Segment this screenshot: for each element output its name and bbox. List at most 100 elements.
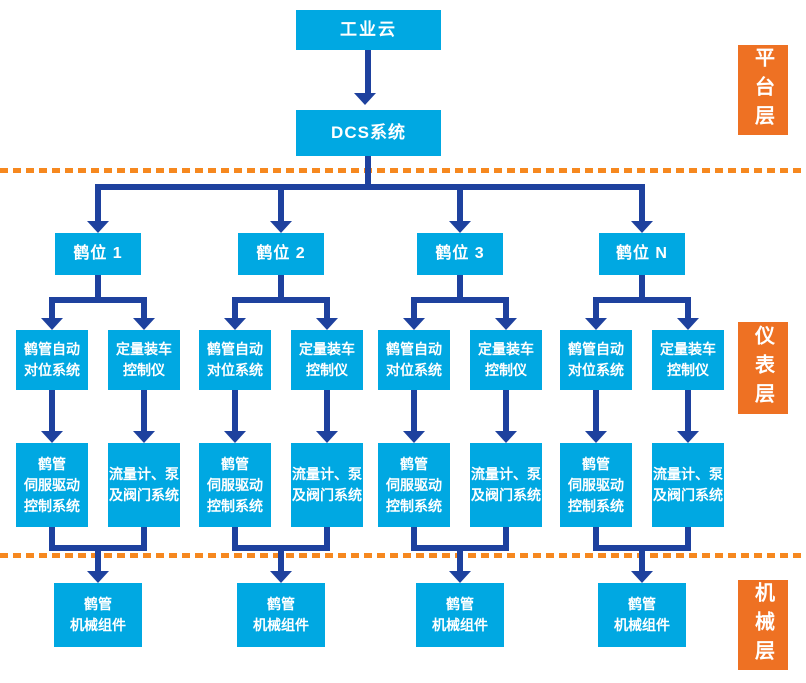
arrow-down-icon xyxy=(495,318,517,330)
mechanical-components-box: 鹤管 机械组件 xyxy=(237,583,325,647)
arrow-down-icon xyxy=(87,221,109,233)
connector-line xyxy=(232,297,330,303)
connector-line xyxy=(365,50,371,93)
mechanical-components-box: 鹤管 机械组件 xyxy=(54,583,142,647)
flow-valve-box: 流量计、泵 及阀门系统 xyxy=(291,443,363,527)
arrow-down-icon xyxy=(41,431,63,443)
connector-line xyxy=(593,390,599,431)
connector-line xyxy=(49,297,147,303)
distribution-bar xyxy=(95,184,645,190)
arrow-down-icon xyxy=(677,318,699,330)
connector-line xyxy=(324,390,330,431)
instrument-layer-divider xyxy=(0,553,806,558)
arrow-down-icon xyxy=(133,431,155,443)
loading-controller-box: 定量装车 控制仪 xyxy=(652,330,724,390)
connector-line xyxy=(95,275,101,297)
flow-valve-box: 流量计、泵 及阀门系统 xyxy=(652,443,724,527)
connector-line xyxy=(141,303,147,318)
arrow-down-icon xyxy=(403,318,425,330)
positioning-system-box: 鹤管自动 对位系统 xyxy=(16,330,88,390)
loading-controller-box: 定量装车 控制仪 xyxy=(470,330,542,390)
servo-drive-box: 鹤管 伺服驱动 控制系统 xyxy=(378,443,450,527)
crane-column-2: 鹤位 2 鹤管自动 对位系统 定量装车 控制仪 鹤管 伺服驱动 控制系统 流量计… xyxy=(191,233,371,647)
connector-line xyxy=(232,303,238,318)
arrow-down-icon xyxy=(449,571,471,583)
connector-line xyxy=(457,551,463,572)
connector-line xyxy=(95,190,101,221)
connector-line xyxy=(503,303,509,318)
arrow-down-icon xyxy=(495,431,517,443)
connector-line xyxy=(141,527,147,545)
arrow-down-icon xyxy=(270,221,292,233)
connector-line xyxy=(593,527,599,545)
mechanical-components-box: 鹤管 机械组件 xyxy=(416,583,504,647)
arrow-down-icon xyxy=(585,431,607,443)
servo-drive-box: 鹤管 伺服驱动 控制系统 xyxy=(199,443,271,527)
connector-line xyxy=(639,551,645,572)
loading-controller-box: 定量装车 控制仪 xyxy=(108,330,180,390)
connector-line xyxy=(503,527,509,545)
connector-line xyxy=(593,545,691,551)
connector-line xyxy=(411,545,509,551)
connector-line xyxy=(278,275,284,297)
arrow-down-icon xyxy=(585,318,607,330)
connector-line xyxy=(49,303,55,318)
layer-label-mechanical: 机械层 xyxy=(738,580,788,670)
connector-line xyxy=(411,303,417,318)
crane-position-box: 鹤位 3 xyxy=(417,233,503,275)
connector-line xyxy=(593,303,599,318)
loading-controller-box: 定量装车 控制仪 xyxy=(291,330,363,390)
connector-line xyxy=(232,390,238,431)
positioning-system-box: 鹤管自动 对位系统 xyxy=(378,330,450,390)
connector-line xyxy=(593,297,691,303)
mechanical-components-box: 鹤管 机械组件 xyxy=(598,583,686,647)
connector-line xyxy=(411,297,509,303)
connector-line xyxy=(278,190,284,221)
connector-line xyxy=(685,527,691,545)
crane-column-3: 鹤位 3 鹤管自动 对位系统 定量装车 控制仪 鹤管 伺服驱动 控制系统 流量计… xyxy=(370,233,550,647)
connector-line xyxy=(365,156,371,184)
connector-line xyxy=(141,390,147,431)
positioning-system-box: 鹤管自动 对位系统 xyxy=(199,330,271,390)
connector-line xyxy=(324,527,330,545)
crane-column-1: 鹤位 1 鹤管自动 对位系统 定量装车 控制仪 鹤管 伺服驱动 控制系统 流量计… xyxy=(8,233,188,647)
crane-position-box: 鹤位 1 xyxy=(55,233,141,275)
arrow-down-icon xyxy=(631,221,653,233)
arrow-down-icon xyxy=(316,318,338,330)
connector-line xyxy=(411,527,417,545)
industrial-cloud-box: 工业云 xyxy=(296,10,441,50)
arrow-down-icon xyxy=(224,431,246,443)
crane-position-box: 鹤位 N xyxy=(599,233,685,275)
arrow-down-icon xyxy=(449,221,471,233)
connector-line xyxy=(503,390,509,431)
connector-line xyxy=(232,527,238,545)
flow-valve-box: 流量计、泵 及阀门系统 xyxy=(470,443,542,527)
arrow-down-icon xyxy=(354,93,376,105)
arrow-down-icon xyxy=(41,318,63,330)
servo-drive-box: 鹤管 伺服驱动 控制系统 xyxy=(560,443,632,527)
crane-position-box: 鹤位 2 xyxy=(238,233,324,275)
flow-valve-box: 流量计、泵 及阀门系统 xyxy=(108,443,180,527)
crane-column-n: 鹤位 N 鹤管自动 对位系统 定量装车 控制仪 鹤管 伺服驱动 控制系统 流量计… xyxy=(552,233,732,647)
connector-line xyxy=(49,545,147,551)
platform-layer-divider xyxy=(0,168,806,173)
connector-line xyxy=(639,190,645,221)
arrow-down-icon xyxy=(224,318,246,330)
arrow-down-icon xyxy=(87,571,109,583)
connector-line xyxy=(639,275,645,297)
connector-line xyxy=(49,390,55,431)
arrow-down-icon xyxy=(133,318,155,330)
connector-line xyxy=(324,303,330,318)
connector-line xyxy=(95,551,101,572)
connector-line xyxy=(411,390,417,431)
arrow-down-icon xyxy=(631,571,653,583)
arrow-down-icon xyxy=(316,431,338,443)
arrow-down-icon xyxy=(403,431,425,443)
connector-line xyxy=(278,551,284,572)
servo-drive-box: 鹤管 伺服驱动 控制系统 xyxy=(16,443,88,527)
arrow-down-icon xyxy=(270,571,292,583)
connector-line xyxy=(49,527,55,545)
arrow-down-icon xyxy=(677,431,699,443)
connector-line xyxy=(457,190,463,221)
